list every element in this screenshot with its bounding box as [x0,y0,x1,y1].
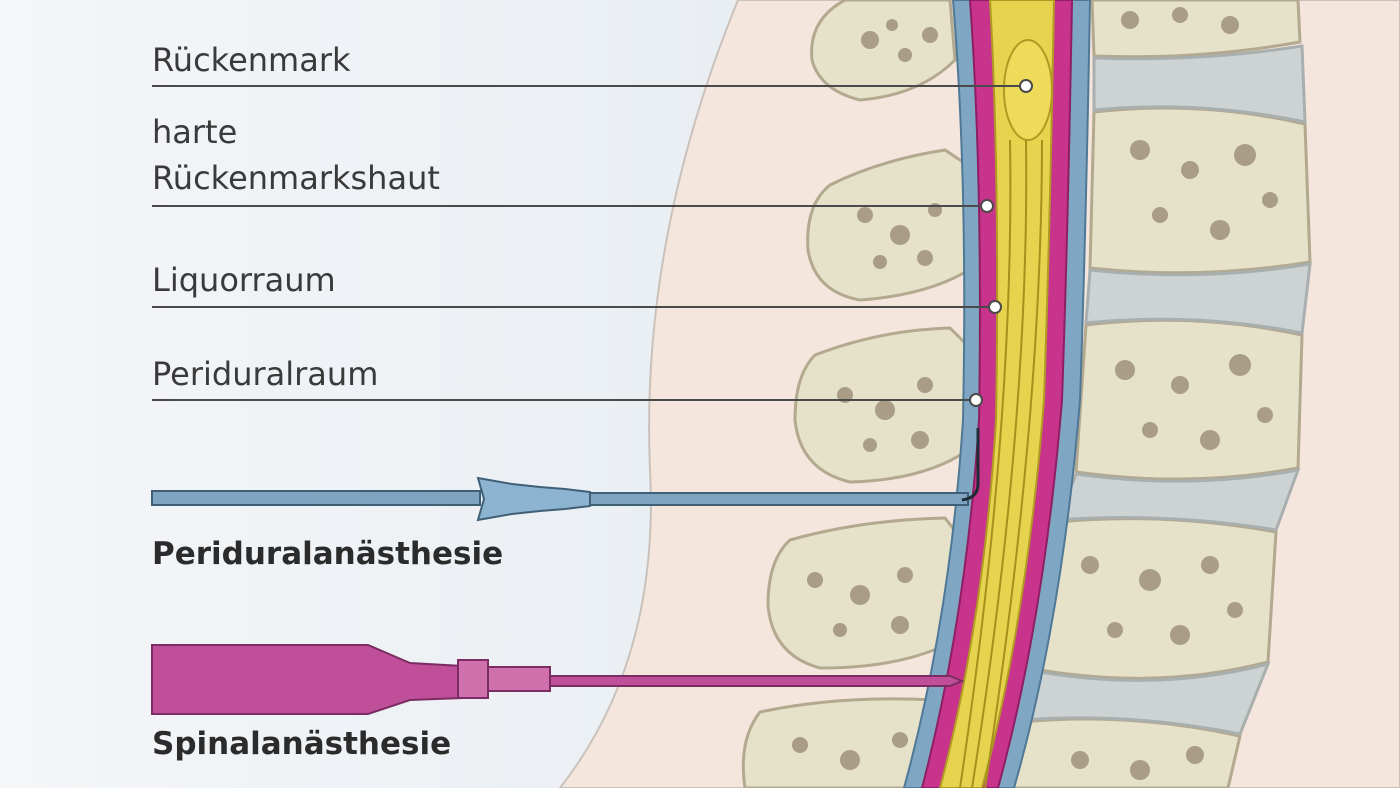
pore [1229,354,1251,376]
pore [807,572,823,588]
pore [1200,430,1220,450]
epidural-needle-shaft-right [589,492,969,506]
pore [1139,569,1161,591]
pore [891,616,909,634]
label-spinal-cord: Rückenmark [152,41,351,79]
pore [1181,161,1199,179]
pointer-dot-csf [988,300,1002,314]
epidural-needle [151,428,980,522]
pore [1130,140,1150,160]
pore [1221,16,1239,34]
spinal-needle [151,644,965,715]
pore [1130,760,1150,780]
spinal-needle-shaft [549,675,965,687]
pore [792,737,808,753]
pore [890,225,910,245]
leader-lines [152,79,1033,407]
pore [911,431,929,449]
pore [1227,602,1243,618]
pore [1081,556,1099,574]
pore [840,750,860,770]
pore [886,19,898,31]
pore [1142,422,1158,438]
pore [898,48,912,62]
pore [897,567,913,583]
spinous-pores [792,19,942,770]
nerve-root-line [959,139,1012,788]
spinal-needle-cap [487,666,551,692]
pore [861,31,879,49]
label-epidural-space: Periduralraum [152,355,379,393]
pore [1234,144,1256,166]
vertebral-body-2 [1088,106,1312,275]
pore [875,400,895,420]
pore [922,27,938,43]
label-dura-line1: harte [152,113,238,151]
pore [1201,556,1219,574]
label-dura-line2: Rückenmarkshaut [152,159,440,197]
pore [1171,376,1189,394]
pore [873,255,887,269]
disc-4 [1019,661,1271,736]
pore [1210,220,1230,240]
pore [1107,622,1123,638]
spinous-process-2 [806,148,977,302]
pore [917,377,933,393]
label-spinal-anesthesia: Spinalanästhesie [152,726,452,762]
pore [850,585,870,605]
disc-2 [1084,262,1312,335]
pore [1121,11,1139,29]
pointer-dot-spinal-cord [1019,79,1033,93]
pore [1071,751,1089,769]
disc-1 [1092,44,1307,124]
label-csf-space: Liquorraum [152,261,336,299]
pore [1262,192,1278,208]
intervertebral-discs [1019,44,1312,736]
pore [857,207,873,223]
pointer-dot-epidural [969,393,983,407]
pointer-dot-dura [980,199,994,213]
vertebral-body-5 [1010,717,1242,788]
pore [1186,746,1204,764]
vertebral-body-4 [1038,517,1278,680]
pore [1170,625,1190,645]
pore [892,732,908,748]
pore [1152,207,1168,223]
spinous-process-1 [810,0,957,102]
pore [833,623,847,637]
pore [917,250,933,266]
vertebral-pores [1071,7,1278,780]
pore [1115,360,1135,380]
spinal-needle-hub [457,659,489,699]
nerve-root-line [984,139,1043,788]
disc-3 [1055,468,1301,532]
epidural-catheter [961,428,980,502]
pore [863,438,877,452]
label-epidural-anesthesia: Periduralanästhesie [152,536,504,572]
nerve-root-line [971,139,1028,788]
epidural-needle-shaft-left [151,490,481,506]
vertebral-body-1 [1090,0,1302,59]
vertebral-body-3 [1074,318,1304,481]
pore [1172,7,1188,23]
epidural-needle-hub [476,476,591,522]
pore [1257,407,1273,423]
